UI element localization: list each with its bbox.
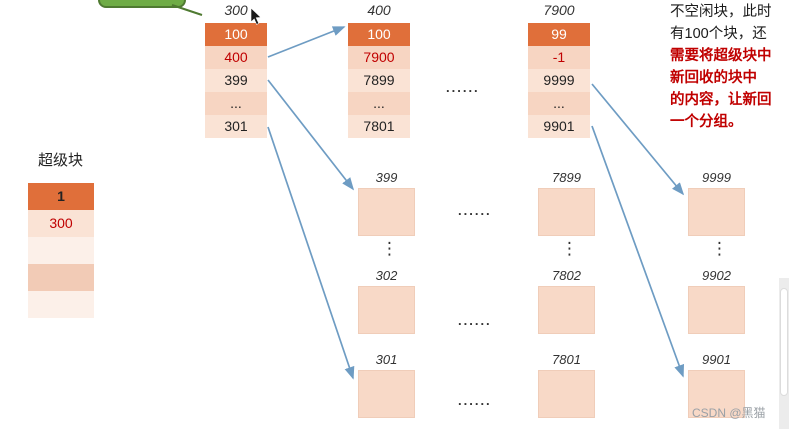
free-block <box>358 370 415 418</box>
superblock-row: 1 <box>28 183 94 210</box>
arrow-9901-to-block <box>591 125 685 378</box>
free-block <box>688 370 745 418</box>
block-label: 301 <box>375 352 398 367</box>
table-cell: 9901 <box>528 115 590 138</box>
horizontal-ellipsis: ...... <box>458 203 492 218</box>
arrow-399-to-block <box>267 79 355 191</box>
block-label: 9999 <box>702 170 731 185</box>
group-table-header: 300 <box>224 2 248 18</box>
free-block <box>358 188 415 236</box>
table-cell: 7900 <box>348 46 410 69</box>
green-callout-shape <box>98 0 186 8</box>
table-cell: 7899 <box>348 69 410 92</box>
group-table-400: 400 100 7900 7899 ... 7801 <box>348 2 410 138</box>
block-label: 7801 <box>552 352 581 367</box>
superblock-row <box>28 264 94 291</box>
table-cell: -1 <box>528 46 590 69</box>
table-cell: 7801 <box>348 115 410 138</box>
group-table-300: 300 100 400 399 ... 301 <box>205 2 267 138</box>
note-line: 不空闲块，此时 <box>670 4 772 20</box>
superblock-row: 300 <box>28 210 94 237</box>
block-label: 7802 <box>552 268 581 283</box>
free-block <box>358 286 415 334</box>
superblock-row <box>28 291 94 318</box>
note-line: 需要将超级块中 <box>670 48 772 64</box>
annotation-text: 不空闲块，此时 有100个块，还 需要将超级块中 新回收的块中 的内容，让新回 … <box>670 1 789 133</box>
table-cell: 99 <box>528 23 590 46</box>
block-label: 9901 <box>702 352 731 367</box>
superblock-table: 1 300 <box>28 183 94 318</box>
watermark: CSDN @黑猫 <box>692 406 766 420</box>
table-cell: 9999 <box>528 69 590 92</box>
note-line: 有100个块，还 <box>670 26 767 42</box>
horizontal-ellipsis: ...... <box>458 313 492 328</box>
vertical-ellipsis: ⋮ <box>711 239 728 258</box>
note-line: 的内容，让新回 <box>670 92 772 108</box>
table-cell: ... <box>528 92 590 115</box>
block-label: 302 <box>375 268 398 283</box>
free-block <box>538 188 595 236</box>
group-table-7900: 7900 99 -1 9999 ... 9901 <box>528 2 590 138</box>
arrow-301-to-block <box>267 126 355 380</box>
block-label: 7899 <box>552 170 581 185</box>
block-label: 399 <box>375 170 398 185</box>
free-block <box>538 370 595 418</box>
note-line: 一个分组。 <box>670 114 743 130</box>
horizontal-ellipsis: ...... <box>458 393 492 408</box>
arrow-400-to-next-table <box>267 26 346 58</box>
vertical-ellipsis: ⋮ <box>381 239 398 258</box>
group-table-header: 7900 <box>543 2 575 18</box>
free-block <box>538 286 595 334</box>
vertical-ellipsis: ⋮ <box>561 239 578 258</box>
note-line: 新回收的块中 <box>670 70 757 86</box>
scrollbar-thumb[interactable] <box>780 288 788 396</box>
group-table-header: 400 <box>367 2 391 18</box>
superblock-label: 超级块 <box>38 152 84 169</box>
superblock-row <box>28 237 94 264</box>
table-cell: 100 <box>348 23 410 46</box>
table-cell: 400 <box>205 46 267 69</box>
table-cell: 399 <box>205 69 267 92</box>
horizontal-ellipsis: ...... <box>446 80 480 95</box>
table-cell: 301 <box>205 115 267 138</box>
table-cell: ... <box>205 92 267 115</box>
block-label: 9902 <box>702 268 731 283</box>
table-cell: ... <box>348 92 410 115</box>
free-block <box>688 286 745 334</box>
table-cell: 100 <box>205 23 267 46</box>
free-block <box>688 188 745 236</box>
